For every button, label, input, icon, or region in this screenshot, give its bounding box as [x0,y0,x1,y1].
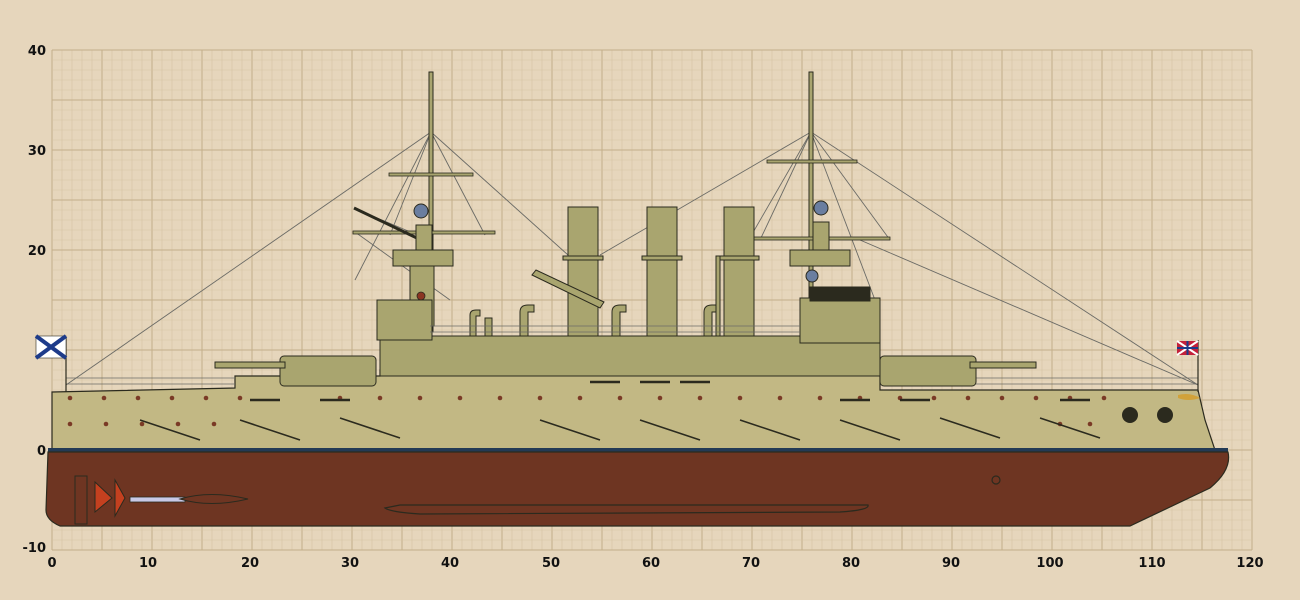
net-boom [539,419,601,441]
x-tick-label: 110 [1138,556,1165,571]
net-boom [739,419,801,441]
russian-jack-icon [1176,340,1199,392]
fore-mast [352,71,496,333]
x-tick-label: 60 [642,556,660,571]
x-tick-label: 80 [842,556,860,571]
y-tick-label: 0 [37,444,46,459]
porthole [577,395,583,401]
aft-turret [879,355,1037,387]
porthole [931,395,937,401]
x-tick-label: 50 [542,556,560,571]
porthole [237,395,243,401]
propeller-shaft [129,494,249,504]
net-booms [139,417,1101,441]
porthole [1087,421,1093,427]
ventilators [469,255,721,341]
y-tick-label: 30 [28,144,46,159]
x-tick-label: 20 [241,556,259,571]
porthole [1101,395,1107,401]
y-tick-label: 40 [28,44,46,59]
rudder [74,475,88,525]
net-boom [939,417,1001,439]
searchlight-icon [413,203,429,219]
porthole [417,395,423,401]
bilge-keel [383,504,869,515]
sidelight [991,475,1001,485]
y-tick-label: -10 [23,541,47,556]
anchor-icon [1122,407,1138,423]
porthole [965,395,971,401]
porthole [135,395,141,401]
x-tick-label: 100 [1036,556,1063,571]
anchors [1122,407,1173,423]
porthole [497,395,503,401]
porthole [67,421,73,427]
x-tick-label: 120 [1236,556,1263,571]
porthole [777,395,783,401]
x-tick-label: 30 [341,556,359,571]
y-tick-label: 20 [28,244,46,259]
x-tick-label: 0 [47,556,56,571]
x-axis: 0 10 20 30 40 50 60 70 80 90 100 110 120 [47,556,1263,571]
porthole [211,421,217,427]
x-tick-label: 70 [742,556,760,571]
porthole [457,395,463,401]
porthole [737,395,743,401]
boat-crane [531,269,605,309]
funnel-3 [723,206,755,348]
porthole [377,395,383,401]
porthole [617,395,623,401]
y-axis: 40 30 20 0 -10 [23,44,47,556]
porthole [139,421,145,427]
porthole [817,395,823,401]
net-boom [239,419,301,441]
st-andrew-ensign-icon [34,334,68,392]
searchlight-icon [813,200,829,216]
secondary-guns [250,380,1090,402]
porthole [169,395,175,401]
net-boom [839,419,901,441]
net-boom [339,417,401,439]
bow-ornament [1178,394,1200,400]
anchor-icon [1157,407,1173,423]
porthole [999,395,1005,401]
x-tick-label: 10 [139,556,157,571]
hull [51,369,1216,451]
net-boom [639,419,701,441]
porthole [175,421,181,427]
net-boom [1039,417,1101,439]
porthole [657,395,663,401]
waterline [48,448,1228,452]
porthole [537,395,543,401]
propeller-icon [74,475,126,525]
net-boom [139,419,201,441]
x-tick-label: 40 [441,556,459,571]
porthole [697,395,703,401]
superstructure [376,286,881,377]
porthole [203,395,209,401]
searchlight-icon [805,269,819,283]
fore-turret [214,355,377,387]
porthole [67,395,73,401]
x-tick-label: 90 [942,556,960,571]
underwater-hull [45,451,1230,527]
funnel-2 [646,206,678,348]
porthole [101,395,107,401]
porthole [1033,395,1039,401]
porthole [103,421,109,427]
